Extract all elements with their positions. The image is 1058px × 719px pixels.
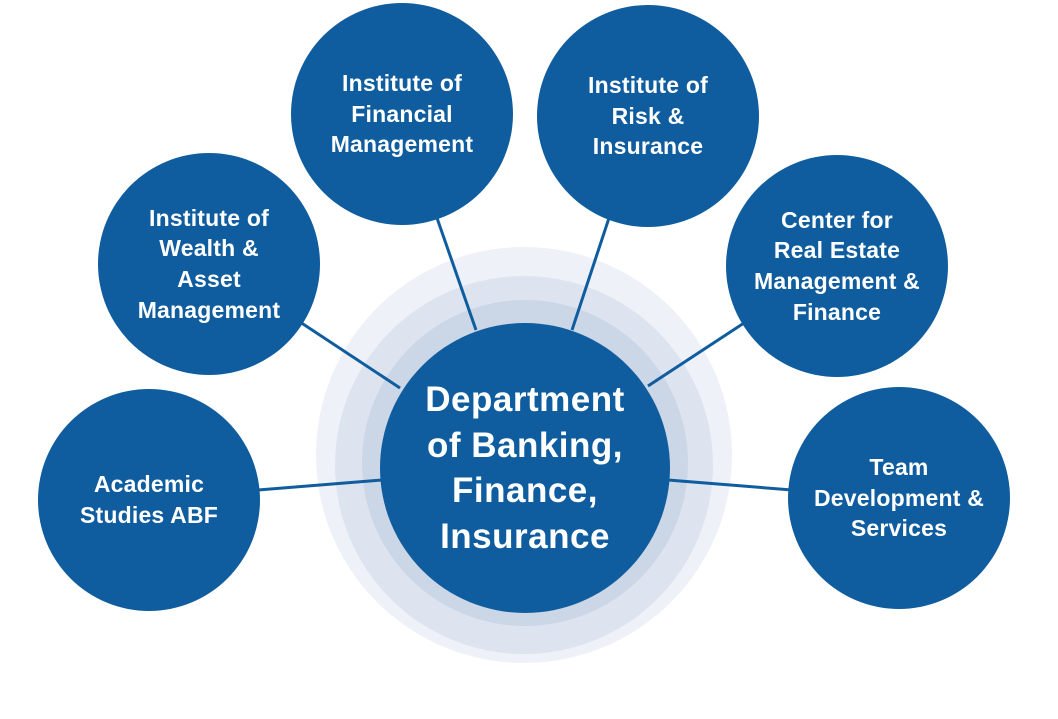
department-center-node: Department of Banking, Finance, Insuranc… — [380, 323, 670, 613]
unit-node-financial: Institute of Financial Management — [291, 3, 513, 225]
connector-team — [667, 478, 793, 492]
unit-node-team: Team Development & Services — [788, 387, 1010, 609]
unit-label-real-estate: Center for Real Estate Management & Fina… — [754, 206, 920, 325]
unit-node-risk: Institute of Risk & Insurance — [537, 5, 759, 227]
unit-label-risk: Institute of Risk & Insurance — [588, 72, 708, 160]
connector-wealth — [299, 320, 401, 390]
unit-label-financial: Institute of Financial Management — [330, 70, 474, 158]
unit-node-real-estate: Center for Real Estate Management & Fina… — [726, 155, 948, 377]
unit-node-wealth: Institute of Wealth & Asset Management — [98, 153, 320, 375]
connector-real-estate — [647, 321, 745, 388]
department-label: Department of Banking, Finance, Insuranc… — [425, 380, 625, 556]
connector-academic — [257, 478, 383, 492]
unit-label-wealth: Institute of Wealth & Asset Management — [137, 204, 281, 323]
unit-node-academic: Academic Studies ABF — [38, 389, 260, 611]
unit-label-team: Team Development & Services — [813, 454, 985, 542]
connector-risk — [570, 217, 611, 331]
connector-financial — [435, 217, 478, 331]
unit-label-academic: Academic Studies ABF — [79, 471, 219, 528]
